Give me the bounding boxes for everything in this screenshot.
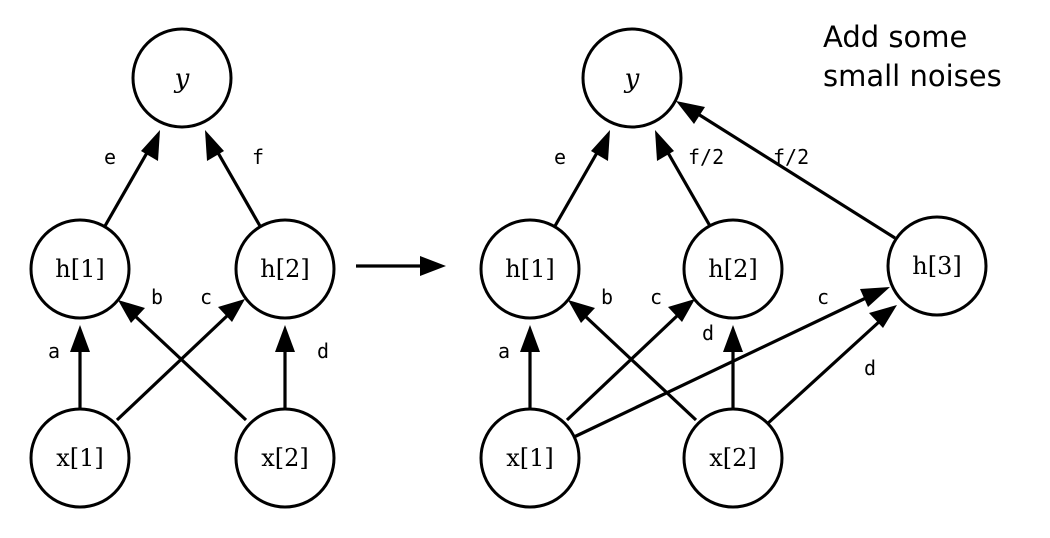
right-nodes: y h[1] h[2] h[3] x[1] x[2] [479, 27, 988, 509]
left-nodes: y h[1] h[2] x[1] x[2] [29, 27, 336, 509]
right-edge-labels: e f/2 f/2 a b c d c d [498, 145, 876, 380]
transform-arrow [356, 256, 446, 276]
edge-left-x2-h1 [118, 300, 248, 422]
right-node-h2: h[2] [682, 218, 784, 320]
edge-right-x1-h2 [565, 299, 695, 422]
left-weight-e: e [104, 145, 116, 169]
right-node-x1-label: x[1] [506, 444, 554, 472]
left-node-y: y [131, 27, 233, 129]
right-node-h1-label: h[1] [505, 255, 554, 283]
right-node-y: y [581, 27, 683, 129]
edge-right-h2-y [655, 130, 712, 227]
right-node-h3: h[3] [886, 215, 988, 317]
right-node-h2-label: h[2] [708, 255, 757, 283]
left-node-h2-label: h[2] [260, 255, 309, 283]
right-weight-e: e [554, 145, 566, 169]
edge-left-x2-h2 [275, 325, 295, 409]
edge-right-h3-y [676, 101, 896, 240]
right-weight-f-h3: f/2 [773, 145, 809, 169]
edge-right-x2-h3 [764, 305, 897, 427]
right-weight-a: a [498, 339, 510, 363]
left-node-x1: x[1] [29, 407, 131, 509]
left-edges [70, 130, 295, 422]
right-weight-c-h2: c [650, 285, 662, 309]
annotation-text: Add some small noises [823, 18, 1002, 96]
left-node-x1-label: x[1] [56, 444, 104, 472]
annotation-line-2: small noises [823, 59, 1002, 93]
edge-right-x2-h1 [568, 300, 698, 422]
left-node-h2: h[2] [234, 218, 336, 320]
left-weight-a: a [48, 339, 60, 363]
edge-left-x1-h2 [115, 299, 245, 422]
edge-right-x2-h2 [723, 325, 743, 409]
right-weight-d-h3: d [864, 356, 876, 380]
left-weight-d: d [317, 339, 329, 363]
right-weight-f-h2: f/2 [688, 145, 724, 169]
edge-right-x1-h3 [573, 287, 890, 439]
edge-right-x1-h1 [520, 325, 540, 409]
left-node-y-label: y [174, 64, 190, 94]
left-weight-c: c [200, 285, 212, 309]
left-node-h1: h[1] [29, 218, 131, 320]
right-node-h1: h[1] [479, 218, 581, 320]
right-weight-b: b [601, 285, 613, 309]
left-edge-labels: e f a b c d [48, 145, 329, 363]
edge-left-h1-y [103, 130, 160, 227]
left-node-h1-label: h[1] [55, 255, 104, 283]
left-node-x2-label: x[2] [261, 444, 309, 472]
edge-left-h2-y [205, 130, 262, 227]
right-node-x1: x[1] [479, 407, 581, 509]
left-node-x2: x[2] [234, 407, 336, 509]
right-node-y-label: y [624, 64, 640, 94]
right-node-h3-label: h[3] [912, 252, 961, 280]
right-weight-c-h3: c [817, 285, 829, 309]
right-node-x2-label: x[2] [709, 444, 757, 472]
left-weight-f: f [252, 145, 264, 169]
left-weight-b: b [151, 285, 163, 309]
edge-right-h1-y [553, 130, 610, 227]
right-node-x2: x[2] [682, 407, 784, 509]
edge-left-x1-h1 [70, 325, 90, 409]
right-weight-d-h2: d [702, 321, 714, 345]
right-edges [520, 101, 897, 439]
annotation-line-1: Add some [823, 20, 968, 54]
